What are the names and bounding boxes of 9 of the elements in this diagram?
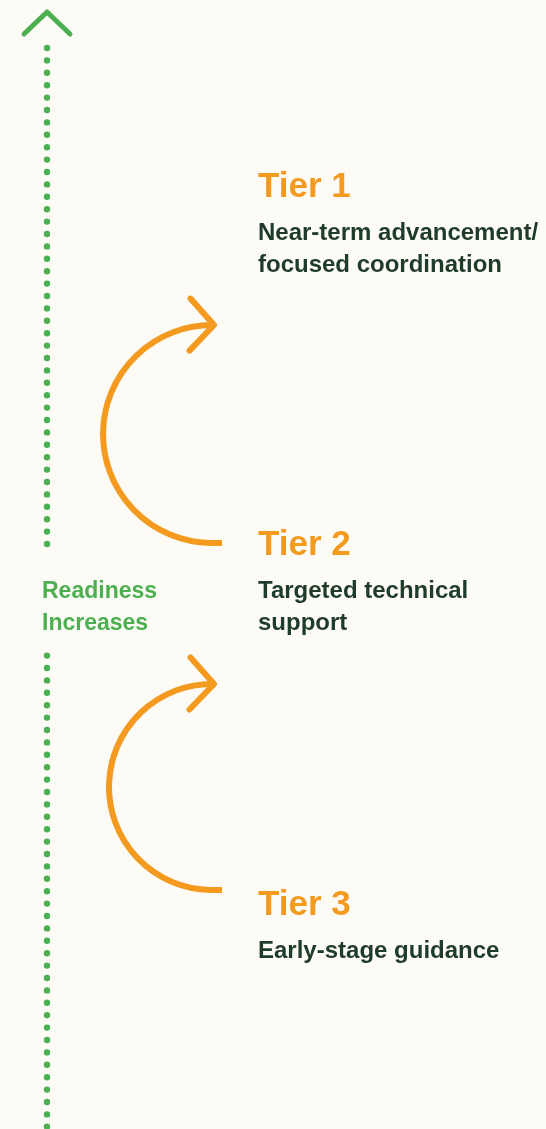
curved-arrow xyxy=(106,656,222,893)
tier-heading: Tier 2 xyxy=(258,522,352,564)
axis-label: Readiness Increases xyxy=(42,576,159,637)
tier-description: Early-stage guidance xyxy=(258,935,501,965)
tier-heading: Tier 3 xyxy=(258,882,352,924)
tier-description: Targeted technical support xyxy=(258,575,470,637)
tier-heading: Tier 1 xyxy=(258,164,352,206)
tier-description: Near-term advancement/ focused coordination xyxy=(258,217,540,279)
curved-arrow xyxy=(100,297,222,546)
